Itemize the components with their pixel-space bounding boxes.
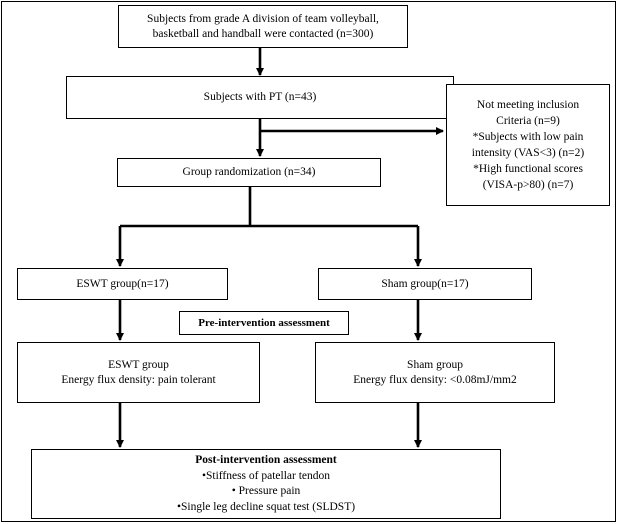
post-intervention-item: •Stiffness of patellar tendon	[201, 469, 331, 482]
exclusion-line: *Subjects with low pain	[472, 131, 584, 143]
contacted-line: Subjects from grade A division of team v…	[147, 12, 379, 25]
contacted-line: basketball and handball were contacted (…	[152, 27, 374, 40]
subjects-with-pt-label: Subjects with PT (n=43)	[203, 91, 317, 103]
exclusion-line: *High functional scores	[473, 163, 583, 175]
exclusion-line: (VISA-p>80) (n=7)	[482, 179, 574, 191]
eswt-group-label: ESWT group(n=17)	[76, 277, 169, 290]
sham-group-label: Sham group(n=17)	[381, 277, 469, 290]
subjects-with-pt-box: Subjects with PT (n=43)	[66, 76, 454, 119]
post-intervention-box: Post-intervention assessment •Stiffness …	[31, 449, 501, 519]
eswt-detail-line: Energy flux density: pain tolerant	[61, 373, 216, 386]
exclusion-line: intensity (VAS<3) (n=2)	[471, 147, 585, 159]
randomization-label: Group randomization (n=34)	[182, 166, 316, 178]
sham-detail-line: Sham group	[407, 358, 463, 371]
randomization-box: Group randomization (n=34)	[117, 158, 381, 187]
post-intervention-item: •Single leg decline squat test (SLDST)	[176, 500, 356, 513]
exclusion-line: Criteria (n=9)	[496, 115, 560, 127]
exclusion-line: Not meeting inclusion	[476, 99, 580, 111]
post-intervention-title: Post-intervention assessment	[195, 454, 337, 466]
exclusion-box: Not meeting inclusion Criteria (n=9) *Su…	[446, 84, 610, 206]
sham-detail-line: Energy flux density: <0.08mJ/mm2	[353, 373, 517, 386]
pre-intervention-label: Pre-intervention assessment	[198, 316, 330, 329]
pre-intervention-box: Pre-intervention assessment	[179, 311, 349, 335]
eswt-detail-box: ESWT group Energy flux density: pain tol…	[17, 342, 260, 403]
contacted-box: Subjects from grade A division of team v…	[118, 5, 408, 48]
eswt-detail-line: ESWT group	[108, 358, 169, 371]
sham-detail-box: Sham group Energy flux density: <0.08mJ/…	[315, 342, 555, 403]
eswt-group-box: ESWT group(n=17)	[17, 268, 228, 300]
post-intervention-item: • Pressure pain	[231, 485, 301, 497]
sham-group-box: Sham group(n=17)	[318, 268, 532, 300]
